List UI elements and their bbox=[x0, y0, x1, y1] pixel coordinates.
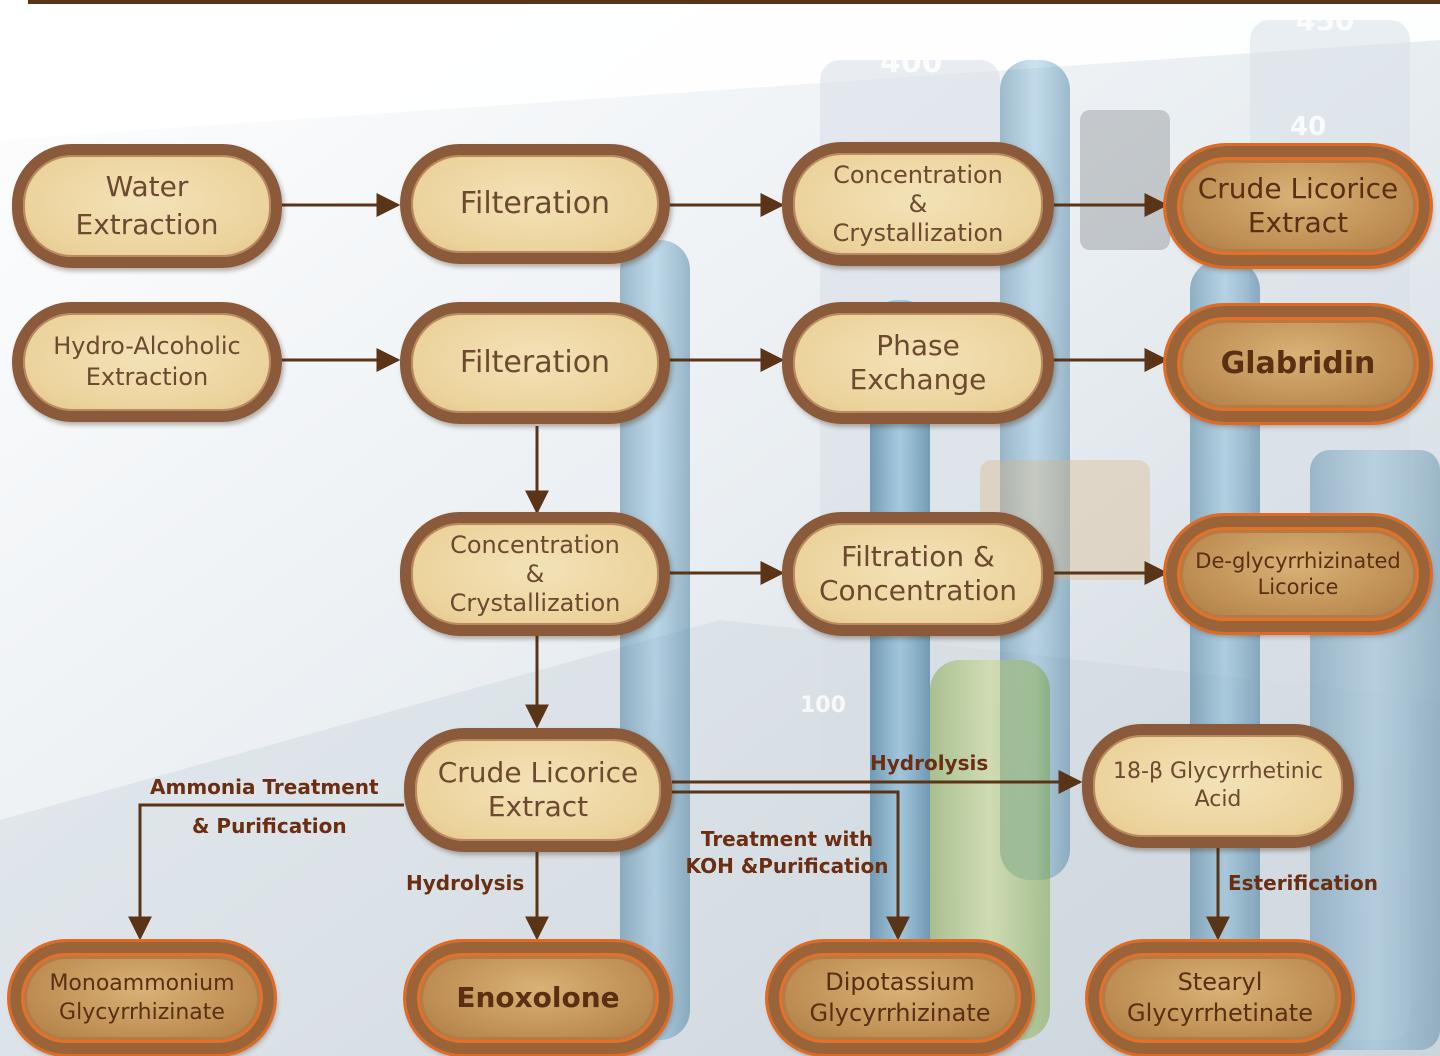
bg-mark-450: 450 bbox=[1296, 4, 1354, 37]
node-dipotassium-glycyrrhizinate: Dipotassium Glycyrrhizinate bbox=[768, 942, 1032, 1054]
node-filteration-1: Filteration bbox=[400, 144, 670, 264]
node-glabridin: Glabridin bbox=[1166, 306, 1430, 422]
arrow-crude-to-dipotassium bbox=[672, 790, 910, 941]
node-glycyrrhetinic-acid: 18-β Glycyrrhetinic Acid bbox=[1082, 724, 1354, 848]
label-koh-treatment: Treatment with KOH &Purification bbox=[685, 827, 889, 878]
label-ammonia-treatment: Ammonia Treatment bbox=[150, 775, 379, 799]
node-filteration-2: Filteration bbox=[400, 302, 670, 424]
bg-mark-40: 40 bbox=[1290, 112, 1326, 142]
top-border-bar bbox=[28, 0, 1440, 4]
node-filtration-concentration: Filtration & Concentration bbox=[782, 512, 1054, 636]
bg-mark-400: 400 bbox=[880, 45, 943, 80]
node-enoxolone: Enoxolone bbox=[406, 942, 670, 1054]
arrow-crude-to-monoammonium bbox=[128, 803, 404, 941]
node-stearyl-glycyrrhetinate: Stearyl Glycyrrhetinate bbox=[1088, 942, 1352, 1054]
node-concentration-crystallization-1: Concentration & Crystallization bbox=[782, 142, 1054, 266]
node-water-extraction: Water Extraction bbox=[12, 144, 282, 268]
connector-lines bbox=[128, 193, 1230, 941]
node-deglycyrrhizinated-licorice: De-glycyrrhizinated Licorice bbox=[1166, 516, 1430, 632]
node-crude-licorice-extract-2: Crude Licorice Extract bbox=[404, 728, 672, 852]
label-purification: & Purification bbox=[192, 814, 347, 838]
node-phase-exchange: Phase Exchange bbox=[782, 302, 1054, 424]
label-hydrolysis-enoxolone: Hydrolysis bbox=[406, 871, 525, 895]
node-hydro-alcoholic-extraction: Hydro-Alcoholic Extraction bbox=[12, 302, 282, 422]
bg-mark-100: 100 bbox=[800, 693, 846, 718]
label-esterification: Esterification bbox=[1228, 871, 1378, 895]
label-hydrolysis-acid: Hydrolysis bbox=[870, 751, 989, 775]
node-concentration-crystallization-2: Concentration & Crystallization bbox=[400, 512, 670, 636]
node-monoammonium-glycyrrhizinate: Monoammonium Glycyrrhizinate bbox=[10, 942, 274, 1054]
node-crude-licorice-extract-1: Crude Licorice Extract bbox=[1166, 146, 1430, 266]
